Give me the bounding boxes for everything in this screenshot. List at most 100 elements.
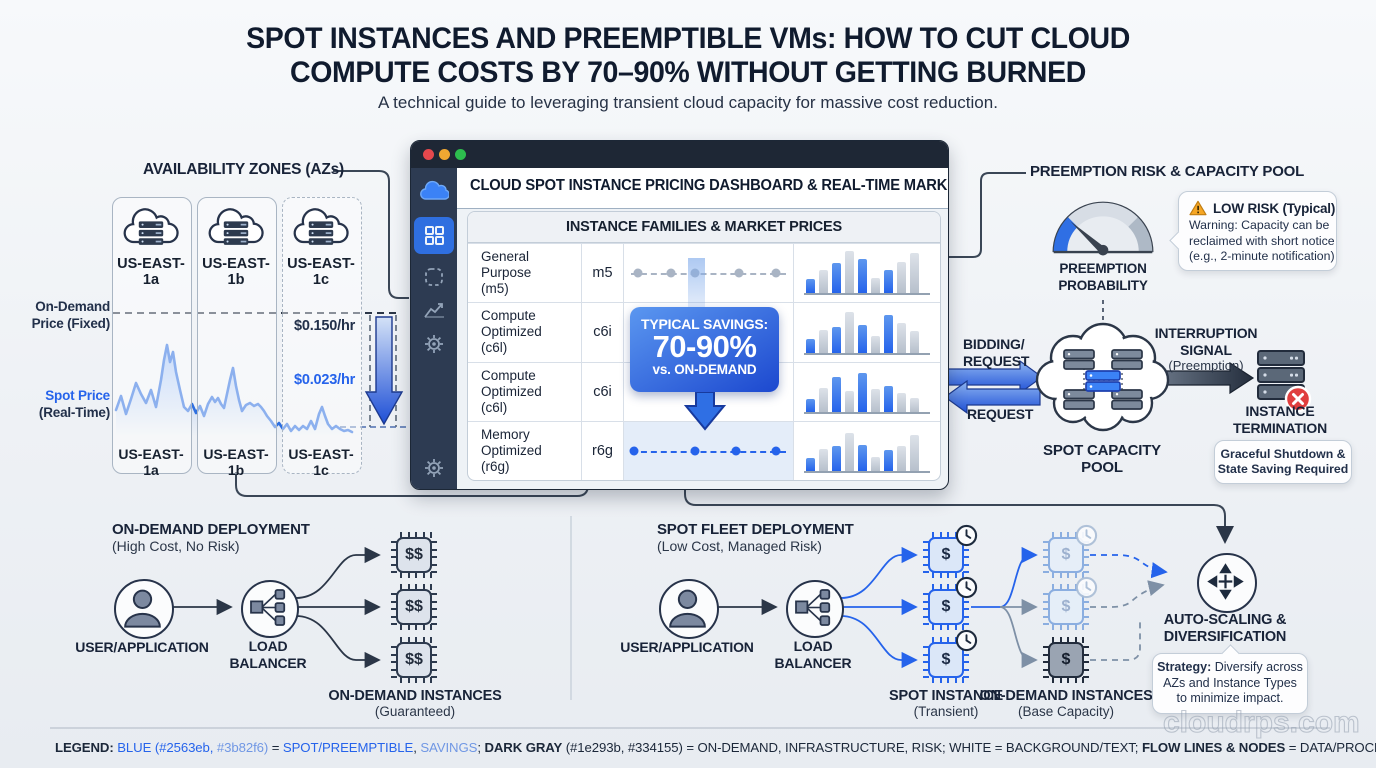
instance-termination-label: INSTANCE TERMINATION	[1233, 403, 1327, 436]
az-zone-label-top: US-EAST-1c	[287, 256, 355, 288]
base-capacity-chip-dark: $	[1043, 637, 1089, 683]
instance-code: r6g	[582, 421, 624, 480]
bar-chart	[804, 249, 930, 296]
az-zone-label-top: US-EAST-1a	[117, 256, 185, 288]
az-zone-label-bottom: US-EAST-1b	[203, 446, 269, 478]
load-balancer-label: LOAD BALANCER	[774, 638, 852, 671]
legend: LEGEND: BLUE (#2563eb, #3b82f6) = SPOT/P…	[55, 740, 1376, 755]
on-demand-instances-sub: (Guaranteed)	[374, 704, 456, 719]
transient-clock-icon	[955, 576, 978, 599]
legend-segment: ,	[413, 740, 421, 755]
on-demand-instance-chip: $$	[391, 532, 437, 578]
spot-price-label-sub: (Real-Time)	[38, 404, 110, 420]
settings-gear-icon[interactable]	[411, 334, 457, 354]
graceful-shutdown-note: Graceful Shutdown & State Saving Require…	[1214, 440, 1352, 484]
dashboard-grid-icon[interactable]	[411, 225, 457, 246]
warning-icon	[1189, 200, 1207, 216]
preemption-section-title: PREEMPTION RISK & CAPACITY POOL	[1030, 163, 1305, 180]
spot-instance-chip: $	[923, 584, 969, 630]
on-demand-instance-chip: $$	[391, 584, 437, 630]
preferences-gear-icon[interactable]	[411, 458, 457, 478]
sparkline-cell	[624, 303, 794, 362]
low-risk-bubble: LOW RISK (Typical) Warning: Capacity can…	[1169, 191, 1337, 271]
savings-callout-line1: TYPICAL SAVINGS:	[641, 316, 768, 332]
request-label: REQUEST	[967, 406, 1034, 422]
legend-segment: ;	[477, 740, 485, 755]
legend-segment: FLOW LINES & NODES	[1141, 740, 1286, 755]
instance-family-name: Compute Optimized (c6l)	[468, 362, 582, 421]
strategy-text: Diversify across AZs and Instance Types …	[1163, 660, 1303, 705]
user-application-label: USER/APPLICATION	[620, 639, 754, 655]
instance-code: c6i	[582, 362, 624, 421]
instances-icon[interactable]	[411, 266, 457, 288]
legend-segment: (#2563eb,	[151, 740, 217, 755]
az-box-us-east-1c	[282, 197, 362, 474]
spot-price-label: Spot Price	[45, 388, 110, 403]
cloud-logo-icon[interactable]	[411, 180, 457, 202]
load-balancer-label: LOAD BALANCER	[229, 638, 307, 671]
user-application-label: USER/APPLICATION	[75, 639, 209, 655]
price-trend-sparkline	[624, 244, 794, 303]
on-demand-instance-chip: $$	[391, 637, 437, 683]
market-price-bars-cell	[794, 363, 940, 421]
table-header: INSTANCE FAMILIES & MARKET PRICES	[468, 212, 940, 243]
auto-scaling-icon	[1197, 553, 1257, 613]
spot-capacity-pool-label: SPOT CAPACITY POOL	[1043, 442, 1161, 476]
market-price-bars-cell	[794, 244, 940, 302]
spot-instance-chip: $	[923, 637, 969, 683]
sparkline-cell	[624, 362, 794, 421]
price-trend-sparkline	[624, 421, 794, 480]
on-demand-price-label: On-Demand Price (Fixed)	[31, 299, 111, 331]
dashboard-title: CLOUD SPOT INSTANCE PRICING DASHBOARD & …	[470, 177, 949, 194]
bar-chart	[804, 427, 930, 473]
az-cloud-icon-1b	[197, 203, 275, 251]
az-cloud-icon-1a	[112, 203, 190, 251]
typical-savings-callout: TYPICAL SAVINGS: 70-90% vs. ON-DEMAND	[630, 307, 779, 392]
legend-segment: SPOT/PREEMPTIBLE	[282, 740, 414, 755]
metrics-chart-icon[interactable]	[411, 300, 457, 320]
az-zone-label-bottom: US-EAST-1a	[118, 446, 184, 478]
title-line-2: COMPUTE COSTS BY 70–90% WITHOUT GETTING …	[290, 56, 1086, 89]
window-maximize-button[interactable]	[455, 149, 466, 160]
window-minimize-button[interactable]	[439, 149, 450, 160]
spot-instance-chip: $	[923, 532, 969, 578]
load-balancer-icon	[786, 580, 844, 638]
savings-callout-line3: vs. ON-DEMAND	[652, 362, 757, 377]
window-close-button[interactable]	[423, 149, 434, 160]
watermark: cloudrps.com	[1162, 705, 1360, 739]
auto-scaling-label: AUTO-SCALING & DIVERSIFICATION	[1163, 612, 1287, 645]
page-title: SPOT INSTANCES AND PREEMPTIBLE VMs: HOW …	[34, 22, 1341, 90]
instance-family-name: Compute Optimized (c6l)	[468, 303, 582, 362]
instance-code: c6i	[582, 303, 624, 362]
legend-segment: DARK GRAY	[484, 740, 563, 755]
az-zone-label-bottom: US-EAST-1c	[288, 446, 354, 478]
transient-clock-icon	[955, 629, 978, 652]
instance-code: m5	[582, 244, 624, 303]
az-section-title: AVAILABILITY ZONES (AZs)	[143, 161, 345, 178]
interruption-signal-label: INTERRUPTION SIGNAL	[1154, 325, 1258, 358]
title-line-1: SPOT INSTANCES AND PREEMPTIBLE VMs: HOW …	[246, 22, 1130, 55]
chip-pins	[391, 532, 437, 578]
market-price-bars-cell	[794, 422, 940, 480]
spot-instance-label: SPOT INSTANCE	[889, 688, 1003, 704]
sidebar-active-tab-highlight	[414, 217, 454, 254]
terminated-server-stack-icon	[1257, 350, 1312, 413]
on-demand-price-value: $0.150/hr	[294, 318, 356, 334]
legend-segment: =	[268, 740, 283, 755]
legend-segment: #3b82f6)	[216, 740, 269, 755]
market-price-bars-cell	[794, 303, 940, 361]
bar-chart	[804, 309, 930, 355]
savings-highlight-band	[688, 258, 705, 312]
instance-family-name: General Purpose (m5)	[468, 244, 582, 303]
dashboard-header: CLOUD SPOT INSTANCE PRICING DASHBOARD & …	[457, 168, 948, 209]
legend-segment: SAVINGS	[420, 740, 478, 755]
legend-segment: = DATA/PROCESS FLOW	[1288, 740, 1376, 755]
transient-clock-icon-faded	[1075, 576, 1098, 599]
user-application-icon	[114, 579, 174, 639]
instance-family-name: Memory Optimized (r6g)	[468, 421, 582, 480]
bar-chart	[804, 368, 930, 414]
page-subtitle: A technical guide to leveraging transien…	[378, 93, 998, 112]
user-application-icon	[659, 579, 719, 639]
spot-price-value: $0.023/hr	[294, 372, 356, 388]
